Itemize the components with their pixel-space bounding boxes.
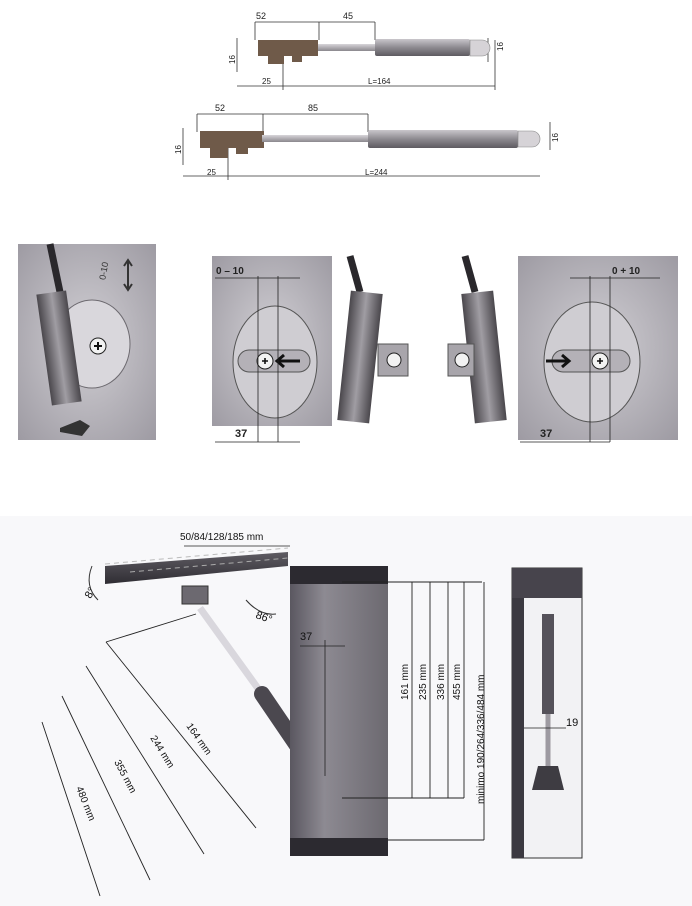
adjust-range-left: 0 – 10 xyxy=(216,266,244,277)
strut-rod xyxy=(197,605,265,697)
vertical-arrow-icon xyxy=(123,258,133,292)
dim-16-b: 16 xyxy=(496,42,505,51)
mount-block-1 xyxy=(258,40,318,56)
dim-52-b: 52 xyxy=(215,103,225,113)
strut-body-2 xyxy=(337,290,383,424)
piston-rod-1 xyxy=(318,44,376,51)
dim-52-a: 52 xyxy=(256,11,266,21)
dim-25-a: 25 xyxy=(262,77,271,86)
angle-label: 0-10 xyxy=(97,261,110,280)
rotate-arrow-icon xyxy=(60,420,90,436)
dim-235: 235 mm xyxy=(418,664,429,700)
dim-161: 161 mm xyxy=(400,664,411,700)
length-244: L=244 xyxy=(365,168,388,177)
length-164: L=164 xyxy=(368,77,391,86)
dim-37-right: 37 xyxy=(540,428,552,440)
arrow-left-icon xyxy=(274,353,300,369)
strut-side-view xyxy=(542,614,554,714)
widths-label: 50/84/128/185 mm xyxy=(180,532,263,543)
dim-16-a: 16 xyxy=(228,55,237,64)
dim-25-b: 25 xyxy=(207,168,216,177)
strut-body-3 xyxy=(461,290,507,424)
dim-19: 19 xyxy=(566,717,578,729)
dim-37-left: 37 xyxy=(235,428,247,440)
adjust-range-right: 0 + 10 xyxy=(612,266,641,277)
door-panel xyxy=(105,552,288,584)
dim-85: 85 xyxy=(308,103,318,113)
dim-455: 455 mm xyxy=(452,664,463,700)
dim-16-c: 16 xyxy=(174,145,183,154)
adjustment-illustrations: 0-10 0 – 10 37 0 + 10 37 xyxy=(18,243,678,443)
arrow-right-icon xyxy=(546,353,572,369)
dim-16-d: 16 xyxy=(551,133,560,142)
piston-rod-2 xyxy=(262,135,370,142)
strut-dimension-drawings: 52 45 16 16 25 L=164 52 85 16 16 25 L=24… xyxy=(174,11,560,180)
dim-minimum: minimo 190/264/336/484 mm xyxy=(476,674,487,804)
mount-block-2 xyxy=(200,131,264,148)
cabinet-side xyxy=(290,566,388,856)
strut-body-1 xyxy=(36,290,82,406)
cylinder-2 xyxy=(368,130,518,148)
installation-diagram: 50/84/128/185 mm 8° 86° 37 161 mm 235 mm… xyxy=(0,516,692,906)
dim-45: 45 xyxy=(343,11,353,21)
angle-8: 8° xyxy=(83,586,99,601)
dim-336: 336 mm xyxy=(436,664,447,700)
cylinder-1 xyxy=(375,39,470,56)
dim-37: 37 xyxy=(300,631,312,643)
